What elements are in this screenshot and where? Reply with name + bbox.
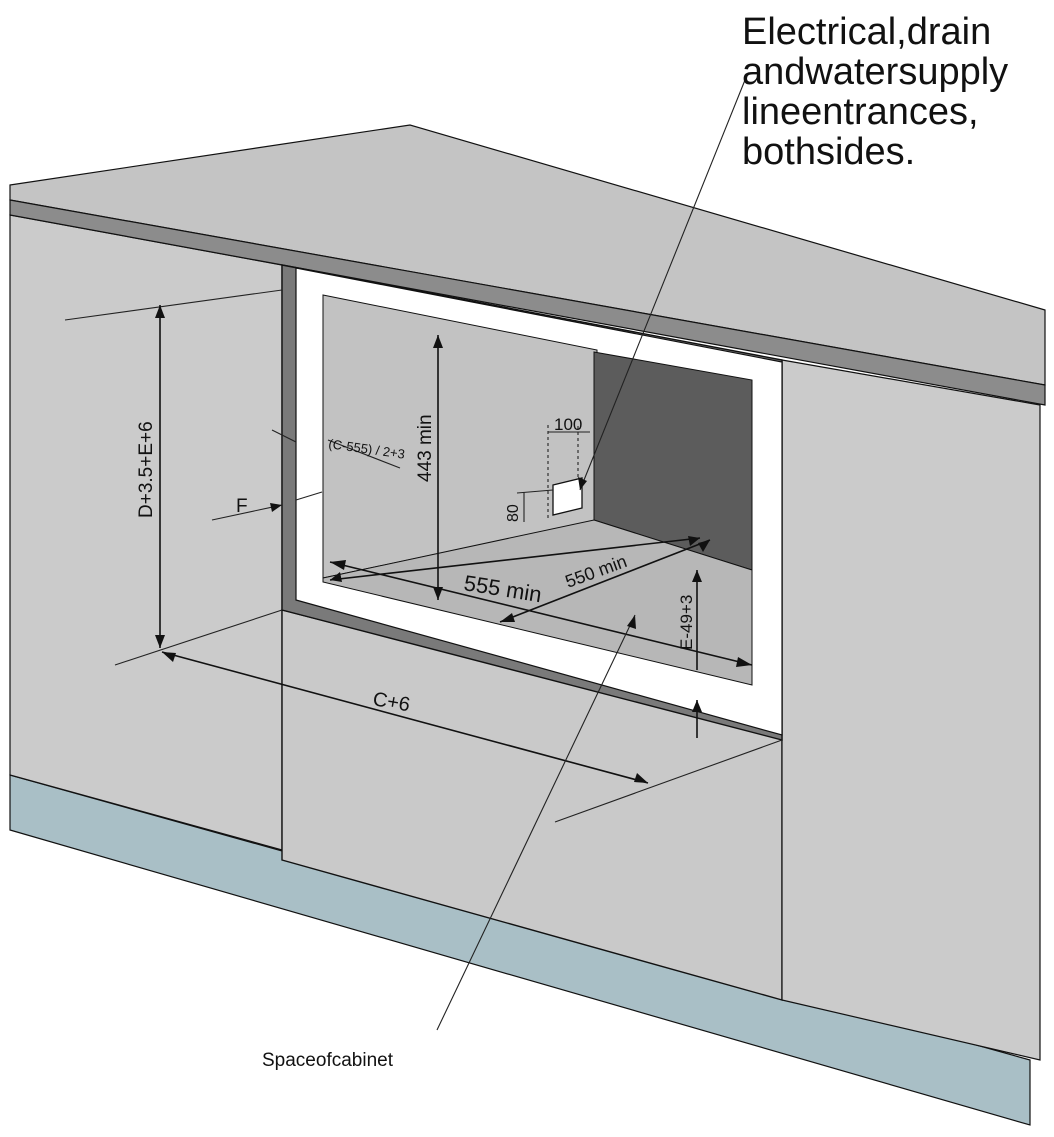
- right-cabinet-panel: [781, 359, 1041, 1061]
- label-side-gap: F: [236, 496, 248, 517]
- label-height-total: D+3.5+E+6: [136, 421, 157, 518]
- entrances-line-2: andwatersupply: [742, 51, 1009, 93]
- countertop-edge: [9, 199, 1046, 406]
- niche-floor: [322, 519, 753, 686]
- entrances-line-4: bothsides.: [742, 131, 916, 173]
- label-niche-height: 443 min: [415, 414, 436, 482]
- label-bottom-gap: E-49+3: [677, 595, 696, 650]
- utility-port: [552, 477, 583, 516]
- cabinet-space-callout: Spaceofcabinet: [262, 1050, 393, 1071]
- entrances-line-1: Electrical,drain: [742, 11, 992, 53]
- label-port-height: 80: [505, 504, 522, 522]
- entrances-line-3: lineentrances,: [742, 91, 979, 133]
- left-cabinet-panel: [9, 214, 283, 851]
- label-port-width: 100: [554, 415, 582, 434]
- entrances-callout: Electrical,drain andwatersupply lineentr…: [742, 12, 1052, 172]
- countertop-top-surface: [9, 124, 1046, 386]
